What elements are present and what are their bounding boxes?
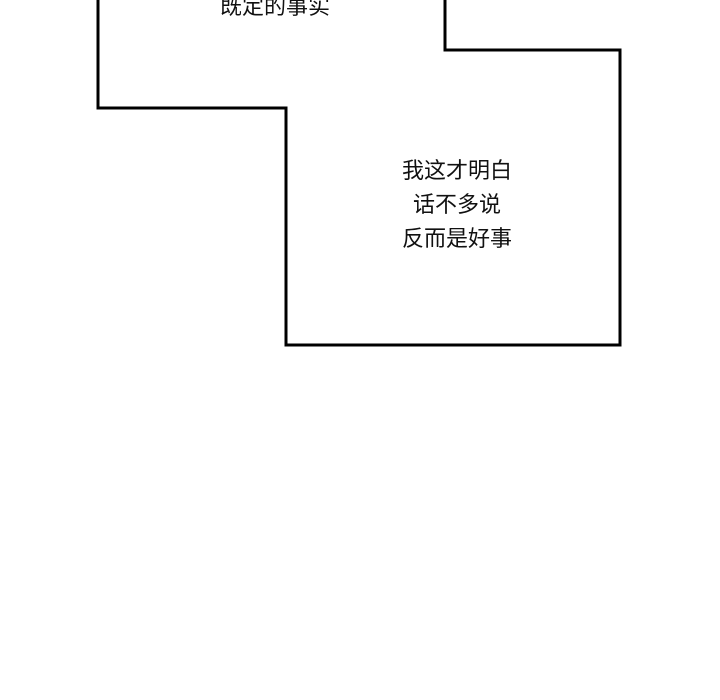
- caption-main: 我这才明白 话不多说 反而是好事: [357, 155, 557, 257]
- caption-line: 反而是好事: [401, 227, 512, 252]
- caption-line: 我这才明白: [401, 159, 512, 184]
- caption-line: 既定的事实: [219, 0, 330, 20]
- caption-top: 既定的事实: [175, 0, 375, 25]
- caption-line: 话不多说: [412, 193, 501, 218]
